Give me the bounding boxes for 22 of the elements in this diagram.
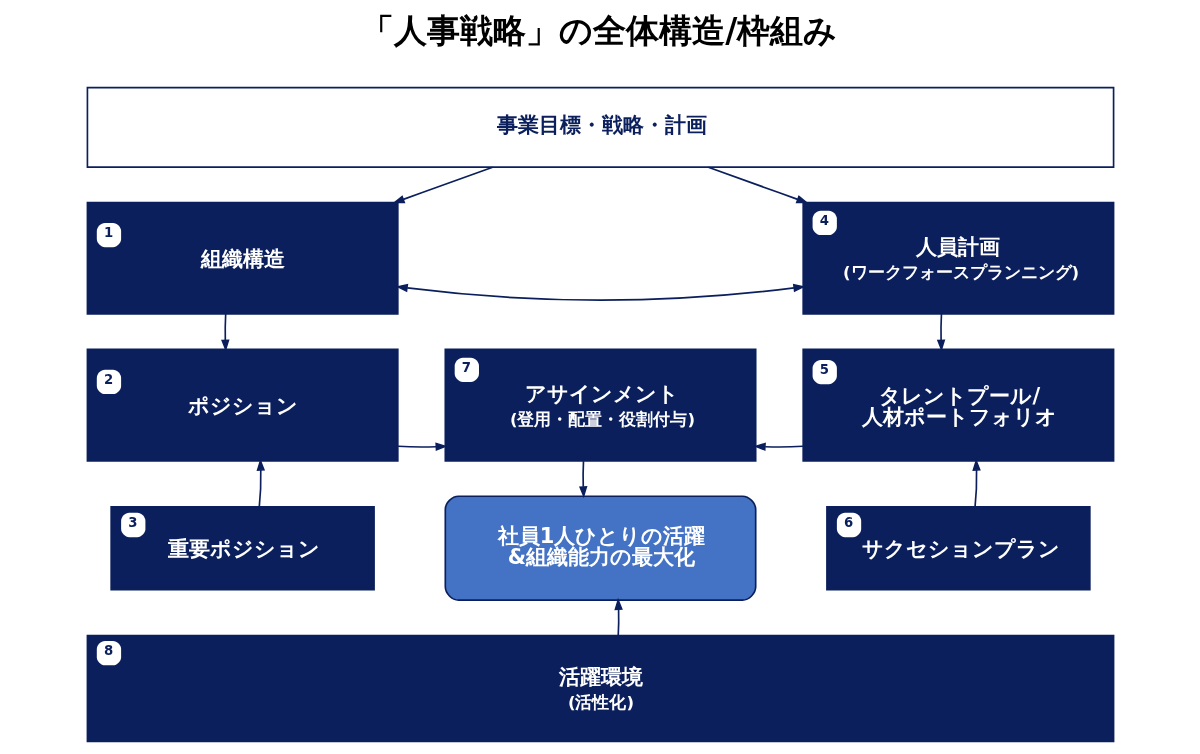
arrow [936, 313, 945, 352]
arrow [220, 313, 230, 352]
arrow [971, 458, 981, 508]
node-box: 社員1人ひとりの活躍&組織能力の最大化 [444, 495, 757, 601]
node-box: 8 活躍環境 (活性化) [86, 634, 1114, 743]
diagram-title: 「人事戦略」の全体構造/枠組み [360, 11, 837, 51]
node-box: 事業目標・戦略・計画 [86, 86, 1114, 168]
arrow [256, 458, 265, 508]
arrow [578, 460, 587, 499]
node-box: 4 人員計画 (ワークフォースプランニング) [801, 201, 1114, 315]
node-box: 6 サクセションプラン [825, 505, 1091, 591]
node-box: 3 重要ポジション [109, 505, 375, 591]
node-box: 2 ポジション [86, 348, 399, 462]
arrow [753, 442, 804, 451]
node-box: 1 組織構造 [86, 201, 399, 315]
arrow [613, 597, 623, 637]
arrow [396, 442, 448, 451]
node-box: 5 タレントプール/人材ポートフォリオ [801, 348, 1114, 462]
arrow [395, 283, 805, 301]
arrow [392, 166, 493, 204]
node-box: 7 アサインメント (登用・配置・役割付与) [444, 348, 757, 462]
arrow [707, 166, 808, 204]
